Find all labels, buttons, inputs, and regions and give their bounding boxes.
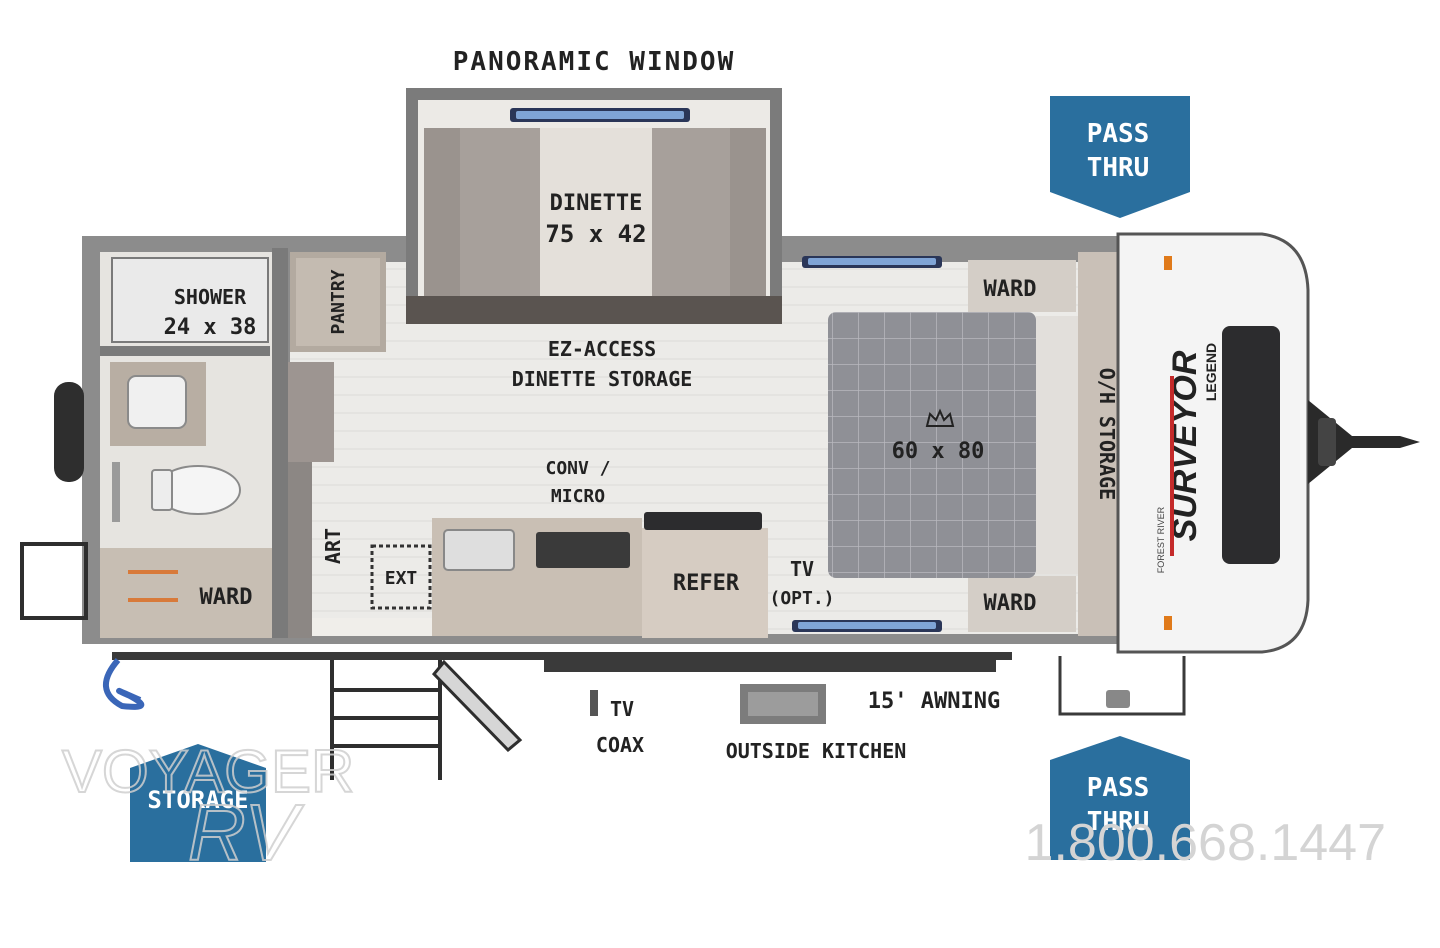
window-top-right-glow (808, 258, 936, 265)
bed-headboard (1036, 316, 1078, 574)
bed-mattress (828, 312, 1036, 578)
watermark-voyager: VOYAGER (62, 738, 354, 805)
label-ward-bottom: WARD (984, 591, 1037, 616)
bumper-ladder (20, 542, 88, 620)
grab-handle (431, 659, 523, 753)
label-refer: REFER (673, 571, 740, 596)
label-conv-micro-2: MICRO (551, 486, 605, 507)
label-dinette-2: 75 x 42 (545, 220, 646, 248)
dinette-slideout (406, 88, 782, 324)
label-tv-coax-1: TV (610, 697, 634, 721)
toilet-tank (151, 469, 173, 511)
watermark-rv: RV (188, 788, 304, 877)
bath-divider (100, 346, 270, 356)
label-pantry: PANTRY (328, 269, 349, 334)
pass-thru-top-line1: PASS (1087, 119, 1150, 149)
dinette-back-left (424, 128, 460, 304)
label-panoramic-window: PANORAMIC WINDOW (453, 47, 735, 77)
dinette-table (540, 128, 652, 304)
label-outside-kitchen: OUTSIDE KITCHEN (726, 739, 907, 763)
label-ez-access-1: EZ-ACCESS (548, 337, 656, 361)
window-bottom-glow (798, 622, 936, 629)
entry-steps (330, 660, 442, 780)
dinette-base (406, 296, 782, 324)
spare-tire (54, 382, 84, 482)
hitch-tongue (1308, 400, 1420, 484)
pass-thru-bottom-line1: PASS (1087, 773, 1150, 803)
shower-pan (111, 257, 269, 343)
label-ward-bath: WARD (200, 585, 253, 610)
bedroom (828, 252, 1118, 636)
battery-box-frame (1058, 656, 1186, 716)
label-art: ART (321, 528, 345, 564)
pass-thru-badge-bottom: PASS THRU (1050, 736, 1190, 860)
kitchen (288, 362, 768, 638)
towel-bar (112, 462, 120, 522)
storage-badge: STORAGE (130, 744, 266, 862)
pass-thru-bottom-line2: THRU (1087, 807, 1150, 837)
oh-storage-cabinet (1078, 252, 1118, 636)
battery-box (1106, 690, 1130, 708)
tv-coax-post (590, 690, 598, 716)
art-cabinet (288, 462, 312, 638)
refer-cabinet (642, 528, 768, 638)
water-hose (102, 658, 145, 710)
label-bed: 60 x 80 (892, 439, 985, 464)
awning-rail (544, 658, 996, 672)
bath-wardrobe-cabinet (100, 548, 272, 638)
label-tv-1: TV (790, 557, 814, 581)
crown-icon (925, 408, 955, 427)
pass-thru-top-line2: THRU (1087, 153, 1150, 183)
brand-sub: LEGEND (1203, 343, 1219, 401)
cooktop (536, 532, 630, 568)
pantry-shelf (288, 362, 334, 462)
pantry-face (296, 258, 380, 346)
watermark-phone: 1.800.668.1447 (1025, 814, 1386, 872)
label-conv-micro-1: CONV / (545, 458, 610, 479)
label-ez-access-2: DINETTE STORAGE (512, 367, 693, 391)
brand-maker: FOREST RIVER (1156, 506, 1166, 573)
outside-kitchen-grill (748, 692, 818, 716)
label-awning: 15' AWNING (868, 689, 1000, 714)
entry-door-gap (312, 618, 432, 636)
marker-light-bottom (1164, 616, 1172, 630)
micro-top (644, 512, 762, 530)
hitch-jack (1318, 418, 1336, 466)
label-tv-2: (OPT.) (769, 588, 834, 609)
panoramic-window-glow (516, 111, 684, 119)
ward-bottom-cabinet (968, 576, 1076, 632)
marker-light-top (1164, 256, 1172, 270)
ext-outline (370, 544, 432, 610)
label-tv-coax-2: COAX (596, 733, 644, 757)
front-cap (1058, 232, 1420, 716)
label-shower-2: 24 x 38 (164, 315, 257, 340)
label-dinette-1: DINETTE (550, 191, 643, 216)
sink-basin (127, 375, 187, 429)
label-ward-top: WARD (984, 277, 1037, 302)
pass-thru-badge-top: PASS THRU (1050, 96, 1190, 218)
coat-hooks (128, 570, 178, 602)
label-oh-storage: O/H STORAGE (1095, 368, 1119, 500)
front-window (1222, 326, 1280, 564)
label-ext: EXT (385, 568, 418, 589)
label-shower-1: SHOWER (174, 285, 247, 309)
storage-badge-label: STORAGE (147, 786, 248, 814)
dinette-back-right (730, 128, 766, 304)
underside-rail (112, 652, 1012, 660)
exterior (102, 652, 1012, 780)
bathroom-fixtures (20, 257, 269, 620)
bath-partition (272, 248, 288, 638)
ward-top-cabinet (968, 260, 1076, 312)
sink-left (443, 529, 515, 571)
brand-swoosh (1170, 376, 1174, 556)
